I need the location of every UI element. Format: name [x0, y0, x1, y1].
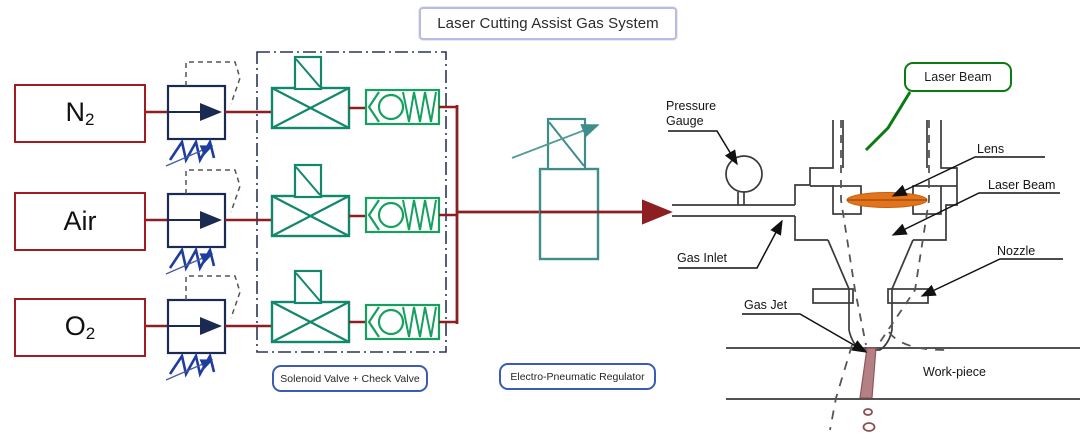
cut-kerf	[859, 347, 877, 399]
nozzle-cone-left	[827, 239, 850, 290]
valve-spring-2	[168, 246, 216, 272]
gas-jet-flow	[829, 331, 946, 431]
gas-line-air	[146, 163, 457, 275]
workpiece-label: Work-piece	[923, 365, 986, 379]
laser-beam-path	[840, 120, 930, 346]
pilot-line-2	[185, 169, 241, 213]
gas-source-oxygen-label: O2	[64, 311, 96, 343]
check-valve-2	[364, 196, 441, 234]
gas-jet-label: Gas Jet	[744, 298, 788, 312]
solenoid-check-valve-label: Solenoid Valve + Check Valve	[272, 365, 428, 392]
gas-line-oxygen	[146, 269, 457, 381]
check-valve-3	[364, 303, 441, 341]
nozzle-shoulder-right	[913, 216, 947, 241]
laser-beam-internal-label: Laser Beam	[988, 178, 1056, 192]
electro-pneumatic-regulator	[511, 117, 673, 261]
gas-source-air-label: Air	[63, 206, 97, 236]
valve-spring-1	[168, 138, 216, 164]
label-leader-lines	[668, 130, 1063, 353]
pressure-gauge-label-line1: Pressure	[666, 99, 717, 113]
pressure-gauge-label: Pressure Gauge	[666, 99, 716, 129]
pilot-line-3	[185, 275, 241, 319]
cutting-head-assembly	[672, 120, 1080, 400]
regulator-label: Electro-Pneumatic Regulator	[499, 363, 656, 390]
regulator-adjust-arrow	[511, 124, 600, 159]
check-valve-1	[364, 88, 441, 126]
gas-manifold	[455, 105, 540, 324]
page-title: Laser Cutting Assist Gas System	[419, 7, 677, 40]
molten-droplets	[862, 408, 876, 432]
pressure-gauge-label-line2: Gauge	[666, 114, 704, 128]
gas-inlet-label: Gas Inlet	[677, 251, 728, 265]
solenoid-valve-2	[270, 163, 351, 238]
solenoid-valve-1	[270, 55, 351, 130]
nozzle-label: Nozzle	[997, 244, 1036, 258]
head-body-right	[940, 120, 958, 216]
valve-spring-3	[168, 352, 216, 378]
nozzle-cone-right	[891, 239, 914, 290]
gas-source-nitrogen[interactable]: N2	[14, 84, 146, 143]
laser-beam-callout-leader	[864, 91, 912, 152]
pressure-gauge-symbol	[725, 155, 763, 205]
nozzle-tip-right	[879, 329, 893, 351]
head-body-left	[794, 120, 834, 205]
gas-source-oxygen[interactable]: O2	[14, 298, 146, 357]
solenoid-valve-3	[270, 269, 351, 344]
focusing-lens	[846, 192, 928, 208]
laser-beam-callout: Laser Beam	[904, 62, 1012, 92]
gas-line-nitrogen	[146, 55, 457, 167]
gas-source-nitrogen-label: N2	[65, 97, 95, 129]
nozzle-flange-left	[812, 288, 854, 304]
pilot-line-1	[185, 61, 241, 105]
gas-source-air[interactable]: Air	[14, 192, 146, 251]
lens-label: Lens	[977, 142, 1005, 156]
valve-group-enclosure	[256, 51, 447, 353]
nozzle-shoulder-left	[794, 216, 828, 241]
